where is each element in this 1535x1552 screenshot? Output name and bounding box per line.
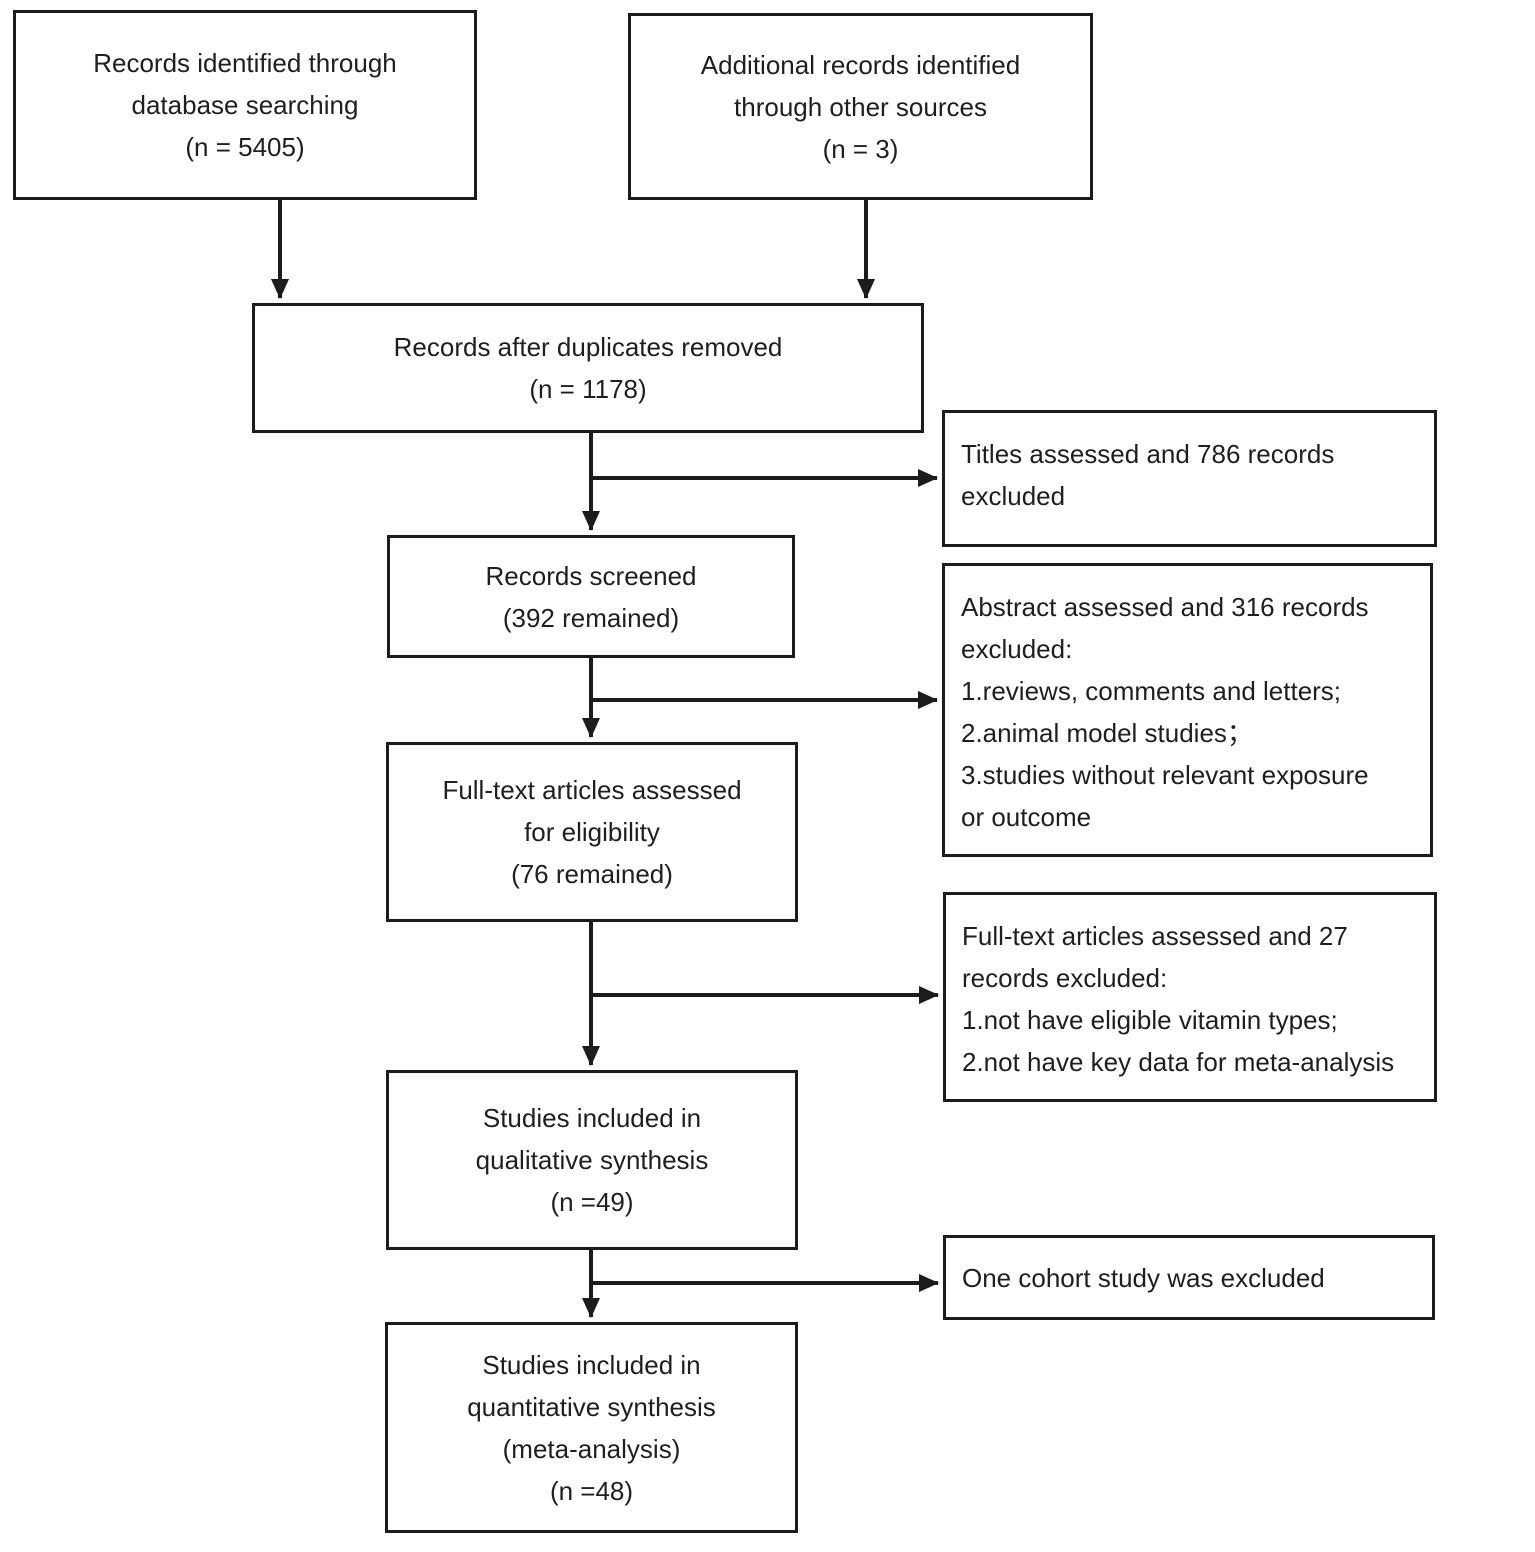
box-fulltext-assessed: Full-text articles assessed for eligibil… bbox=[386, 742, 798, 922]
box-records-identified-database: Records identified through database sear… bbox=[13, 10, 477, 200]
box-text-line: (n = 3) bbox=[822, 133, 899, 164]
box-abstract-excluded: Abstract assessed and 316 records exclud… bbox=[942, 563, 1433, 857]
box-text-line: Records screened bbox=[485, 560, 697, 591]
box-text-line: (n =48) bbox=[549, 1475, 634, 1506]
box-text-line: qualitative synthesis bbox=[475, 1145, 709, 1175]
box-text-line: through other sources bbox=[734, 91, 987, 122]
box-duplicates-removed: Records after duplicates removed (n = 11… bbox=[252, 303, 924, 433]
box-text-line: Records identified through bbox=[93, 48, 397, 78]
box-text-line: 2.animal model studies； bbox=[961, 718, 1253, 748]
box-text-line: (392 remained) bbox=[502, 602, 680, 633]
box-text-line: (n =49) bbox=[550, 1187, 634, 1217]
box-text-line: records excluded: bbox=[962, 963, 1168, 993]
box-text-line: (n = 1178) bbox=[529, 374, 647, 404]
box-text-line: for eligibility bbox=[524, 817, 660, 847]
box-text-line: Titles assessed and 786 records bbox=[961, 439, 1335, 469]
box-text-line: quantitative synthesis bbox=[467, 1391, 716, 1422]
box-text-line: 1.reviews, comments and letters; bbox=[961, 676, 1342, 706]
box-records-screened: Records screened (392 remained) bbox=[387, 535, 795, 658]
box-text-line: Full-text articles assessed and 27 bbox=[962, 921, 1348, 951]
box-text-line: Records after duplicates removed bbox=[393, 332, 783, 362]
box-text-line: Abstract assessed and 316 records bbox=[961, 592, 1369, 622]
box-text-line: One cohort study was excluded bbox=[962, 1262, 1325, 1293]
box-additional-records: Additional records identified through ot… bbox=[628, 13, 1093, 200]
box-text-line: Full-text articles assessed bbox=[442, 775, 742, 805]
box-text-line: 3.studies without relevant exposure bbox=[961, 760, 1369, 790]
box-quantitative-synthesis: Studies included in quantitative synthes… bbox=[385, 1322, 798, 1533]
box-text-line: excluded bbox=[961, 481, 1066, 511]
box-text-line: excluded: bbox=[961, 634, 1073, 664]
box-text-line: 2.not have key data for meta-analysis bbox=[962, 1047, 1395, 1077]
box-text-line: 1.not have eligible vitamin types; bbox=[962, 1005, 1338, 1035]
box-fulltext-excluded: Full-text articles assessed and 27 recor… bbox=[943, 892, 1437, 1102]
box-text-line: (meta-analysis) bbox=[502, 1433, 681, 1464]
box-text-line: Studies included in bbox=[482, 1103, 702, 1133]
box-text-line: (76 remained) bbox=[511, 859, 673, 889]
box-text-line: Studies included in bbox=[482, 1349, 701, 1380]
box-text-line: Additional records identified bbox=[700, 49, 1021, 80]
box-text-line: database searching bbox=[131, 90, 359, 120]
box-qualitative-synthesis: Studies included in qualitative synthesi… bbox=[386, 1070, 798, 1250]
box-text-line: (n = 5405) bbox=[185, 132, 305, 162]
box-text-line: or outcome bbox=[961, 802, 1092, 832]
box-titles-excluded: Titles assessed and 786 records excluded bbox=[942, 410, 1437, 547]
box-cohort-excluded: One cohort study was excluded bbox=[943, 1235, 1435, 1320]
